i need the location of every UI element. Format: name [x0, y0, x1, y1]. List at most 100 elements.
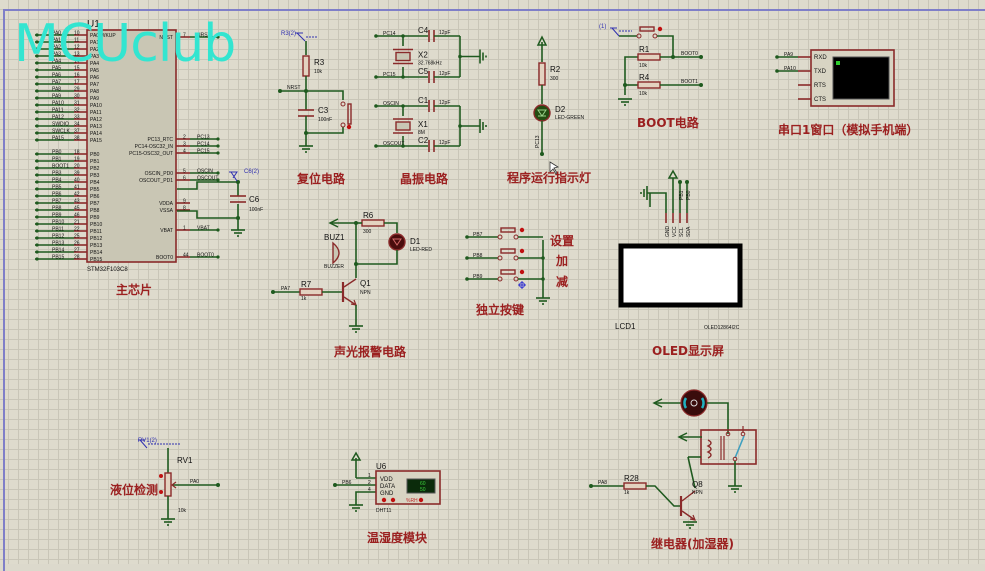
boot-button[interactable] — [636, 26, 663, 39]
mcu-pin-num: 40 — [74, 178, 80, 184]
mcu-pin-name: PA9 — [90, 96, 99, 102]
mcu-pin-net: OSCOUT — [197, 176, 218, 182]
key-button[interactable]: PB9 — [465, 269, 545, 282]
q8-ref: Q8 — [692, 480, 703, 489]
boot-circuit: (1) R1 10k BOOT0 R4 10k BOOT1 — [599, 24, 703, 106]
mcu-pin-num: 33 — [74, 115, 80, 121]
caption-alarm: 声光报警电路 — [334, 345, 407, 359]
key-button[interactable]: PB8 — [465, 248, 545, 261]
mcu-pin-num: 39 — [74, 171, 80, 177]
mcu-pin-net: SWDIO — [52, 122, 69, 128]
mcu-pin-name: PB10 — [90, 222, 102, 228]
mcu-pin-name: PB6 — [90, 194, 100, 200]
mcu-pin-num: 41 — [74, 185, 80, 191]
crystal-resonator — [395, 121, 411, 131]
key-label-plus: 加 — [556, 254, 569, 268]
buz1-ref: BUZ1 — [324, 233, 345, 242]
mcu-pin-net: PB8 — [52, 206, 62, 212]
level-circuit: RV1(2) RV1 PA0 10k — [138, 438, 220, 526]
mcu-pin-name: PB8 — [90, 208, 100, 214]
mcu-pin-net: PA2 — [52, 45, 61, 51]
mcu-pin-num: 37 — [74, 129, 80, 135]
mcu-pin-num: 45 — [74, 206, 80, 212]
rv1-potentiometer[interactable] — [164, 472, 172, 497]
rv1-ref: RV1 — [177, 456, 193, 465]
mcu-pin-name: PB7 — [90, 201, 100, 207]
uart-pin-txd: TXD — [814, 69, 827, 75]
caption-keys: 独立按键 — [476, 303, 525, 317]
r6-value: 300 — [363, 229, 372, 235]
dht-net: PB6 — [342, 480, 352, 486]
mcu-pin-num: 11 — [74, 38, 79, 44]
mcu-pin-num: 25 — [74, 234, 80, 240]
mcu-pin-name: PB9 — [90, 215, 100, 221]
crystal-value: 8M — [418, 130, 425, 136]
d2-value: LED-GREEN — [555, 115, 585, 121]
mcu-pin-net: PA0 — [52, 31, 61, 37]
mcu-pin-name: PA8 — [90, 89, 99, 95]
mcu-pin-num: 30 — [74, 94, 80, 100]
dht-unit: %RH — [406, 498, 418, 504]
mcu-pin-net: PB9 — [52, 213, 62, 219]
crystal-cap-value: 12pF — [439, 100, 450, 106]
oled-pin-scl: SCL — [679, 227, 685, 237]
relay[interactable] — [700, 429, 757, 465]
key-button[interactable]: PB7 — [465, 227, 543, 240]
mcu-pin-num: 26 — [74, 241, 80, 247]
crystal-net: OSCOUT — [383, 141, 404, 147]
dht-reading-temp: 60 — [420, 481, 426, 487]
mcu-part: STM32F103C8 — [87, 267, 128, 273]
mcu-pin-num: 14 — [74, 59, 80, 65]
mcu-pin-num: 32 — [74, 108, 80, 114]
mcu-pin-name: PB11 — [90, 229, 102, 235]
mcu-pin-name: PB2 — [90, 166, 100, 172]
mcu-pin-name: OSCOUT_PD1 — [139, 178, 173, 184]
mcu-pin-name: VBAT — [160, 228, 173, 234]
boot0-net: BOOT0 — [681, 51, 698, 57]
caption-run-led: 程序运行指示灯 — [507, 171, 592, 185]
mcu-pin-num: 44 — [183, 253, 189, 259]
reset-button[interactable] — [340, 101, 352, 130]
r6-ref: R6 — [363, 211, 374, 220]
mcu-pin-name: PA15 — [90, 138, 102, 144]
caption-main-chip: 主芯片 — [116, 283, 153, 297]
mcu-pin-net: PB4 — [52, 178, 62, 184]
mcu-pin-net: PC13 — [197, 135, 210, 141]
dht-display — [406, 478, 436, 494]
mcu-pin-num: 38 — [74, 136, 80, 142]
r2-ref: R2 — [550, 65, 561, 74]
mcu-pin-name: PB12 — [90, 236, 102, 242]
mcu-pin-net: OSCIN — [197, 169, 213, 175]
r3-ref: R3 — [314, 58, 325, 67]
mcu-pin-net: PC15 — [197, 149, 210, 155]
mcu-pin-num: 31 — [74, 101, 80, 107]
uart-pin-cts: CTS — [814, 97, 826, 103]
oled-display[interactable] — [618, 243, 743, 308]
mcu-pin-num: 21 — [74, 220, 80, 226]
caption-oled: OLED显示屏 — [652, 344, 725, 358]
rv1-probe: RV1(2) — [138, 438, 157, 444]
r7-ref: R7 — [301, 280, 312, 289]
crystal-cap-value: 12pF — [439, 140, 450, 146]
crystal-cap-ref: C4 — [418, 26, 429, 35]
r2-value: 300 — [550, 76, 559, 82]
c6-value: 100nF — [249, 207, 263, 213]
rv1-value: 10k — [178, 508, 187, 514]
r1-resistor — [637, 53, 661, 61]
r2-resistor — [538, 62, 546, 86]
